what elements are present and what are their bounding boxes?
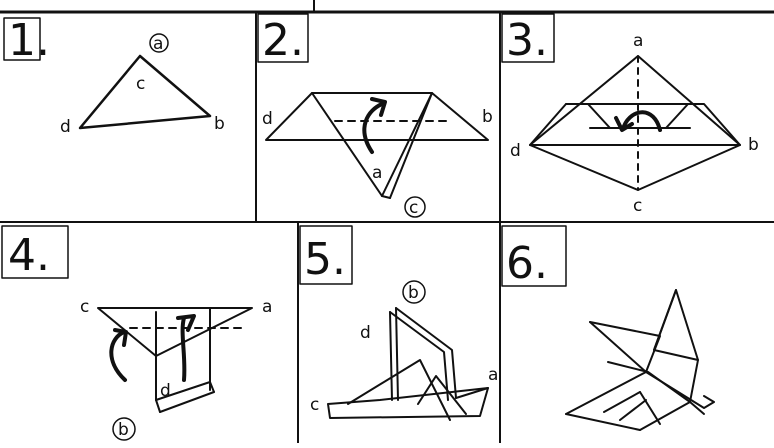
step-3-label-a: a (633, 31, 643, 51)
step-2-number-box: 2. (257, 13, 309, 66)
step-1-number: 1. (8, 15, 50, 66)
step-5-label-a: a (488, 365, 498, 385)
step-2-label-a: a (372, 163, 382, 183)
step-1-number-box: 1. (3, 15, 50, 66)
step-4-figure: b d c a (80, 297, 272, 441)
step-4-label-d: d (160, 381, 171, 401)
step-1-label-d: d (60, 117, 71, 137)
step-1-figure: a c d b (60, 33, 225, 137)
step-2-label-b: b (482, 107, 493, 127)
step-5-figure: b d c a (310, 280, 498, 421)
step-3-number: 3. (506, 15, 548, 66)
step-4-label-b: b (118, 420, 129, 440)
step-3-label-c: c (633, 196, 642, 216)
step-5-number: 5. (304, 234, 346, 285)
step-3-label-d: d (510, 141, 521, 161)
step-3-figure: a c d b (510, 31, 759, 216)
step-1-label-c: c (136, 74, 145, 94)
step-1-circle-a (149, 33, 169, 53)
step-2-label-d: d (262, 109, 273, 129)
step-3-label-b: b (748, 135, 759, 155)
step-4-number: 4. (8, 230, 50, 281)
step-4-label-c: c (80, 297, 89, 317)
step-4-number-box: 4. (1, 225, 69, 281)
step-6-number: 6. (506, 238, 548, 289)
step-4-label-a: a (262, 297, 272, 317)
step-5-label-b: b (408, 283, 419, 303)
step-3-number-box: 3. (501, 13, 555, 66)
step-6-number-box: 6. (501, 225, 567, 289)
step-1-label-a: a (153, 34, 163, 54)
step-5-number-box: 5. (299, 225, 353, 285)
step-2-label-c: c (409, 198, 418, 218)
step-1-label-b: b (214, 114, 225, 134)
step-5-label-c: c (310, 395, 319, 415)
step-2-figure: c a d b (262, 92, 493, 218)
step-2-number: 2. (262, 15, 304, 66)
step-6-figure (565, 289, 715, 431)
step-5-label-d: d (360, 323, 371, 343)
